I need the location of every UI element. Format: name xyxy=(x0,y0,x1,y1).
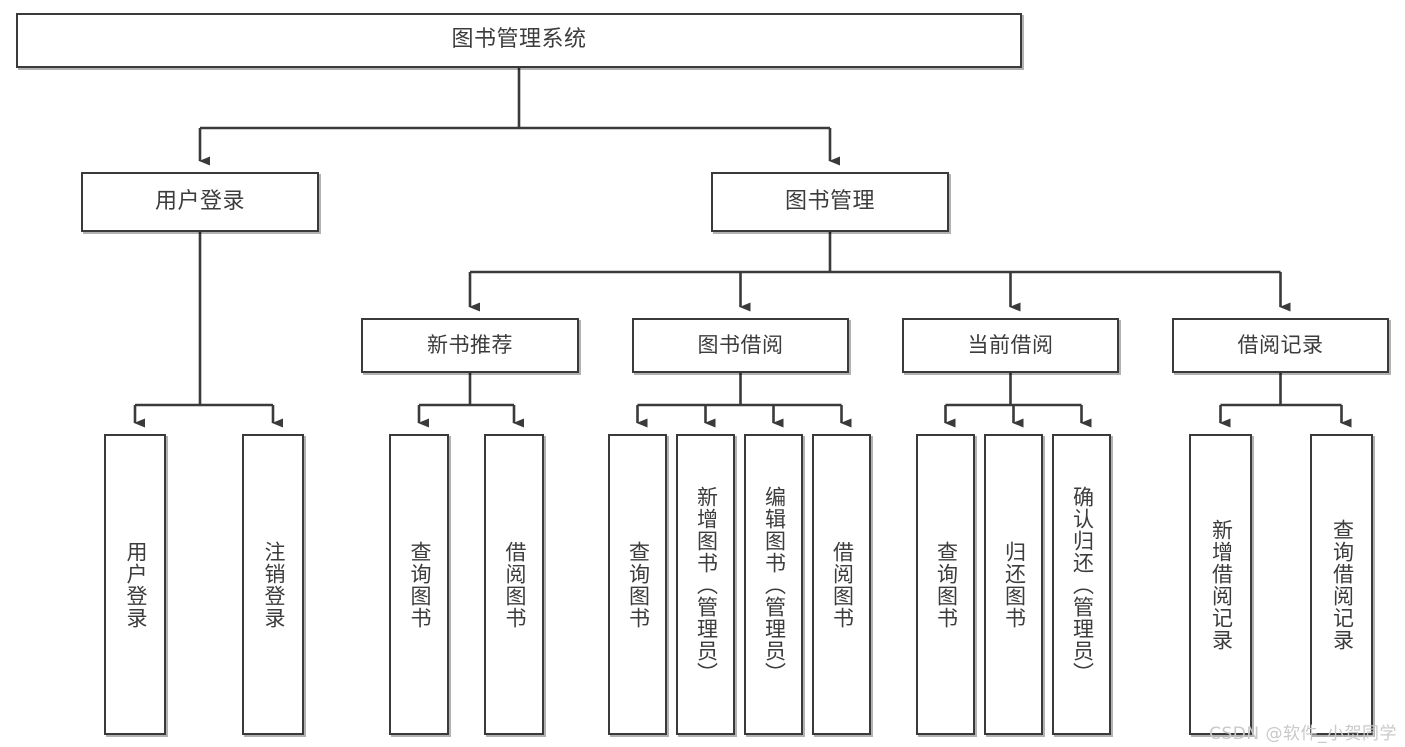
node-查询图书[interactable]: 查询图书 xyxy=(916,434,975,735)
node-label: 查询图书 xyxy=(626,540,651,629)
node-label: 查询图书 xyxy=(934,540,959,629)
node-label: 借阅图书 xyxy=(502,540,527,629)
node-label: 新书推荐 xyxy=(427,332,513,357)
node-编辑图书管理员[interactable]: 编辑图书（管理员） xyxy=(744,434,803,735)
node-label: 新增图书（管理员） xyxy=(694,485,719,684)
node-新增借阅记录[interactable]: 新增借阅记录 xyxy=(1189,434,1252,735)
node-label: 图书管理系统 xyxy=(451,27,587,53)
node-借阅图书[interactable]: 借阅图书 xyxy=(812,434,871,735)
node-label: 归还图书 xyxy=(1002,540,1027,629)
node-查询图书[interactable]: 查询图书 xyxy=(608,434,667,735)
node-label: 当前借阅 xyxy=(967,332,1054,357)
node-label: 注销登录 xyxy=(261,540,286,629)
node-查询借阅记录[interactable]: 查询借阅记录 xyxy=(1310,434,1373,735)
node-用户登录[interactable]: 用户登录 xyxy=(104,434,166,735)
node-label: 确认归还（管理员） xyxy=(1070,485,1095,684)
node-label: 新增借阅记录 xyxy=(1209,518,1234,651)
node-确认归还管理员[interactable]: 确认归还（管理员） xyxy=(1052,434,1111,735)
node-新增图书管理员[interactable]: 新增图书（管理员） xyxy=(676,434,735,735)
node-label: 查询借阅记录 xyxy=(1330,518,1355,651)
node-label: 用户登录 xyxy=(154,188,245,214)
node-图书管理系统[interactable]: 图书管理系统 xyxy=(16,13,1022,68)
node-label: 图书借阅 xyxy=(697,332,784,357)
node-图书管理[interactable]: 图书管理 xyxy=(711,172,949,232)
node-当前借阅[interactable]: 当前借阅 xyxy=(902,318,1119,373)
node-label: 借阅图书 xyxy=(830,540,855,629)
node-用户登录[interactable]: 用户登录 xyxy=(81,172,319,232)
node-图书借阅[interactable]: 图书借阅 xyxy=(632,318,849,373)
node-归还图书[interactable]: 归还图书 xyxy=(984,434,1043,735)
watermark-label: CSDN @软件_小贺同学 xyxy=(1209,724,1397,744)
node-label: 借阅记录 xyxy=(1237,332,1324,357)
node-借阅图书[interactable]: 借阅图书 xyxy=(484,434,544,735)
node-label: 用户登录 xyxy=(123,540,148,629)
node-借阅记录[interactable]: 借阅记录 xyxy=(1172,318,1389,373)
node-新书推荐[interactable]: 新书推荐 xyxy=(361,318,579,373)
node-查询图书[interactable]: 查询图书 xyxy=(389,434,449,735)
node-label: 编辑图书（管理员） xyxy=(762,485,787,684)
node-label: 查询图书 xyxy=(407,540,432,629)
node-注销登录[interactable]: 注销登录 xyxy=(242,434,304,735)
node-label: 图书管理 xyxy=(784,188,875,214)
connector-lines xyxy=(133,68,1352,428)
